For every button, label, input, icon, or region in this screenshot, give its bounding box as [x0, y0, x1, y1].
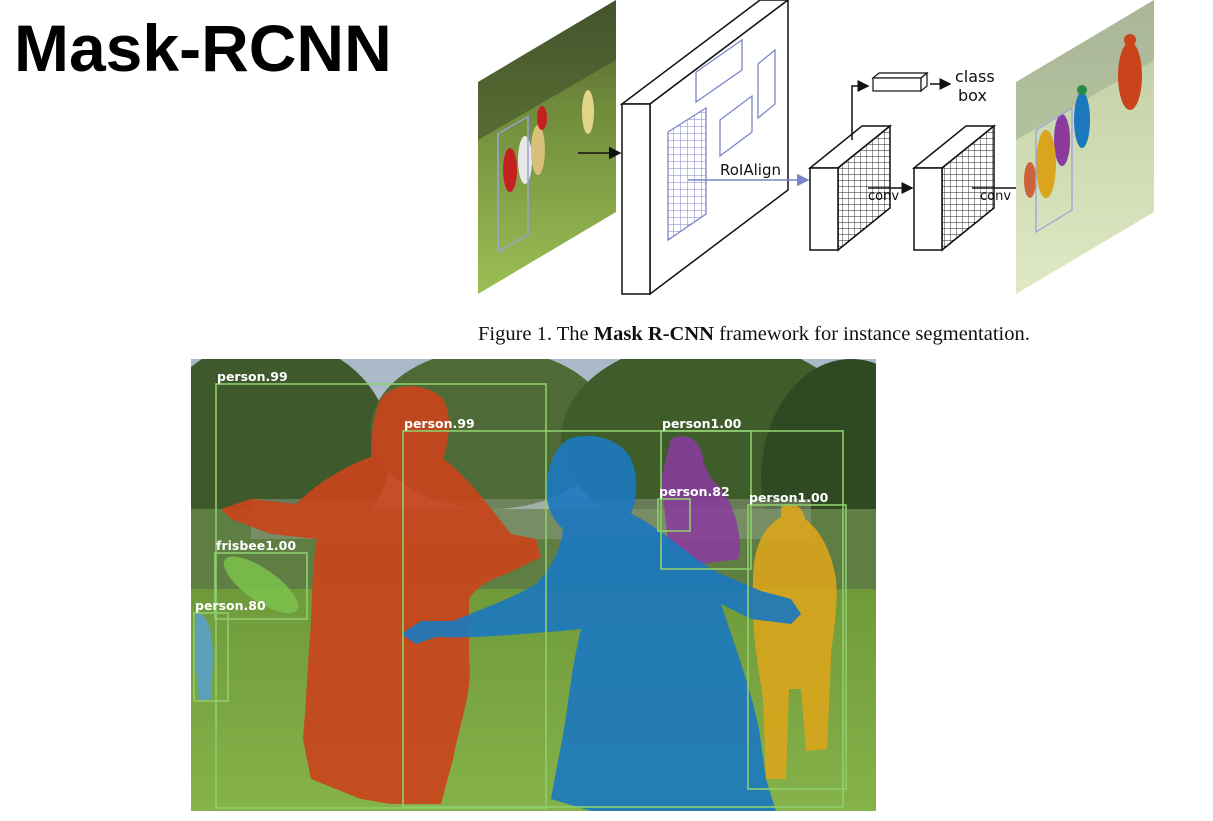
- detection-box: [660, 430, 752, 570]
- detection-box: [657, 498, 691, 532]
- caption-suffix: framework for instance segmentation.: [713, 323, 1030, 345]
- roialign-label: RoIAlign: [720, 161, 781, 179]
- slide-title: Mask-RCNN: [14, 11, 392, 85]
- mask-head-block-1: [807, 124, 893, 252]
- detection-label: person1.00: [662, 416, 742, 431]
- architecture-diagram: RoIAlign class box conv conv: [478, 0, 1154, 296]
- caption-prefix: Figure 1. The: [478, 323, 594, 345]
- detection-label: person.99: [217, 369, 288, 384]
- detection-box: [214, 552, 308, 620]
- conv-label-2: conv: [980, 189, 1011, 204]
- detection-label: frisbee1.00: [216, 538, 296, 553]
- detection-label: person.82: [659, 484, 730, 499]
- detection-label: person.99: [404, 416, 475, 431]
- class-label: class: [955, 67, 995, 86]
- caption-bold: Mask R-CNN: [593, 323, 714, 345]
- input-image: [478, 0, 616, 294]
- detection-box: [747, 504, 847, 790]
- detection-box: [215, 383, 547, 809]
- box-label: box: [958, 86, 987, 105]
- feature-map: [619, 0, 790, 296]
- output-image: [1016, 0, 1154, 294]
- segmentation-example: person.99 person.99 person1.00 person.82…: [191, 359, 876, 811]
- detection-label: person1.00: [749, 490, 829, 505]
- mask-head-block-2: [911, 124, 997, 252]
- detection-label: person.80: [195, 598, 266, 613]
- class-box-head: [871, 71, 929, 93]
- detection-box: [193, 612, 229, 702]
- figure-caption: Figure 1. The Mask R-CNN framework for i…: [478, 323, 1030, 346]
- conv-label-1: conv: [868, 189, 899, 204]
- detection-box: [402, 430, 844, 808]
